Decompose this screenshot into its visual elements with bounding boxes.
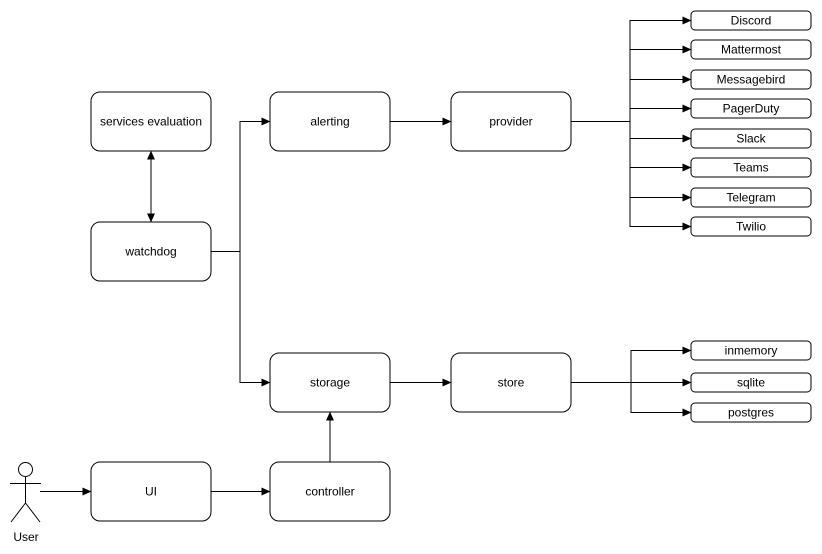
node-watchdog: watchdog xyxy=(90,221,212,282)
node-services-evaluation-box xyxy=(90,91,212,152)
node-teams-label: Teams xyxy=(733,161,768,175)
actor-user: User xyxy=(10,462,41,544)
node-telegram: Telegram xyxy=(690,187,812,208)
node-storage-box xyxy=(269,352,391,413)
node-postgres: postgres xyxy=(690,402,812,423)
node-mattermost-box xyxy=(690,39,812,60)
node-twilio-label: Twilio xyxy=(736,220,766,234)
node-provider-box xyxy=(450,91,572,152)
node-postgres-box xyxy=(690,402,812,423)
actor-head xyxy=(18,462,33,477)
edge-store-inmemory xyxy=(571,346,692,383)
node-mattermost-label: Mattermost xyxy=(721,43,782,57)
node-inmemory-box xyxy=(690,340,812,361)
node-slack-box xyxy=(690,128,812,149)
node-discord-box xyxy=(690,10,812,31)
node-controller-label: controller xyxy=(305,485,354,499)
node-telegram-label: Telegram xyxy=(726,191,775,205)
actor-layer: User xyxy=(10,462,41,544)
node-messagebird: Messagebird xyxy=(690,69,812,90)
node-ui-label: UI xyxy=(145,485,157,499)
edge-provider-mattermost xyxy=(571,45,692,122)
node-services-evaluation: services evaluation xyxy=(90,91,212,152)
node-pagerduty-box xyxy=(690,98,812,119)
edge-provider-messagebird xyxy=(571,75,692,122)
node-inmemory-label: inmemory xyxy=(725,344,778,358)
node-pagerduty-label: PagerDuty xyxy=(723,102,780,116)
edge-provider-discord xyxy=(571,16,692,122)
node-slack: Slack xyxy=(690,128,812,149)
edge-provider-slack xyxy=(571,121,692,143)
edge-store-postgres xyxy=(571,382,692,417)
node-postgres-label: postgres xyxy=(728,406,774,420)
node-teams-box xyxy=(690,157,812,178)
edge-provider-teams xyxy=(571,121,692,172)
node-storage: storage xyxy=(269,352,391,413)
node-layer: services evaluation watchdog alerting provi… xyxy=(90,10,812,522)
actor-right-leg xyxy=(25,502,41,523)
node-mattermost: Mattermost xyxy=(690,39,812,60)
node-alerting: alerting xyxy=(269,91,391,152)
node-sqlite-box xyxy=(690,372,812,393)
node-watchdog-box xyxy=(90,221,212,282)
node-storage-label: storage xyxy=(310,376,350,390)
edge-watchdog-storage xyxy=(239,251,271,387)
node-watchdog-label: watchdog xyxy=(124,245,176,259)
node-ui-box xyxy=(90,461,212,522)
node-discord: Discord xyxy=(690,10,812,31)
actor-left-leg xyxy=(10,502,26,523)
edge-provider-pagerduty xyxy=(571,104,692,122)
node-controller-box xyxy=(269,461,391,522)
actor-label: User xyxy=(13,530,38,544)
node-slack-label: Slack xyxy=(736,132,766,146)
node-store-box xyxy=(450,352,572,413)
node-pagerduty: PagerDuty xyxy=(690,98,812,119)
node-alerting-label: alerting xyxy=(310,115,349,129)
node-messagebird-label: Messagebird xyxy=(717,73,786,87)
node-twilio-box xyxy=(690,216,812,237)
node-controller: controller xyxy=(269,461,391,522)
node-alerting-box xyxy=(269,91,391,152)
node-inmemory: inmemory xyxy=(690,340,812,361)
node-provider: provider xyxy=(450,91,572,152)
edge-provider-telegram xyxy=(571,121,692,202)
node-store-label: store xyxy=(498,376,525,390)
node-messagebird-box xyxy=(690,69,812,90)
edge-watchdog-alerting xyxy=(211,117,271,252)
edge-layer xyxy=(40,16,692,496)
node-provider-label: provider xyxy=(489,115,532,129)
node-sqlite: sqlite xyxy=(690,372,812,393)
node-twilio: Twilio xyxy=(690,216,812,237)
node-services-evaluation-label: services evaluation xyxy=(100,115,202,129)
node-store: store xyxy=(450,352,572,413)
node-ui: UI xyxy=(90,461,212,522)
edge-provider-twilio xyxy=(571,121,692,231)
node-discord-label: Discord xyxy=(731,14,772,28)
node-sqlite-label: sqlite xyxy=(737,376,765,390)
node-teams: Teams xyxy=(690,157,812,178)
node-telegram-box xyxy=(690,187,812,208)
